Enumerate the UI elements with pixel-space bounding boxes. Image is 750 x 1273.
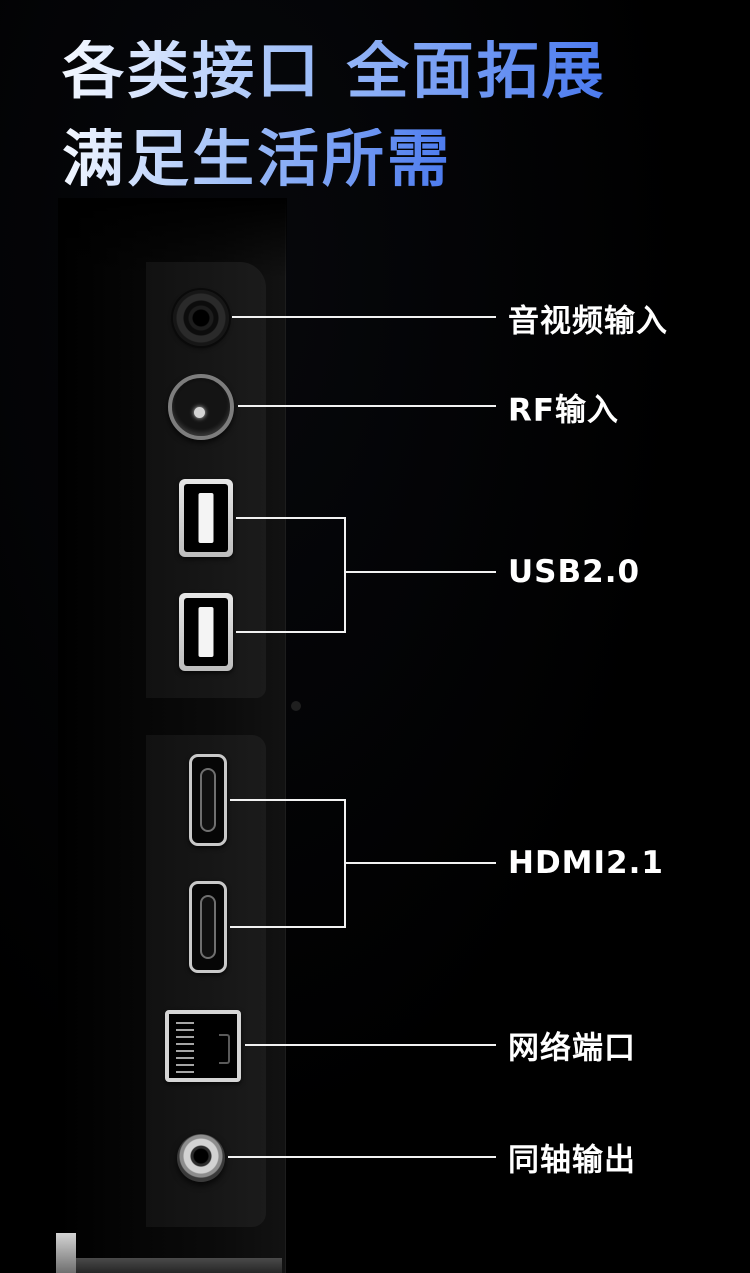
- usb-port-2: [179, 593, 233, 671]
- usb-port-2-cavity: [184, 598, 228, 666]
- title-line-1: 各类接口 全面拓展: [62, 34, 607, 107]
- ethernet-clip-notch: [219, 1034, 230, 1064]
- callout-line-av: [232, 316, 496, 318]
- hdmi-port-2: [189, 881, 227, 973]
- usb-port-2-tongue: [198, 607, 214, 657]
- coaxial-output-port: [177, 1134, 225, 1182]
- callout-stub-usb-2: [236, 631, 346, 633]
- callout-line-usb: [344, 571, 496, 573]
- label-ethernet: 网络端口: [508, 1030, 636, 1067]
- rf-input-port: [168, 374, 234, 440]
- hdmi-port-1-slot: [200, 768, 216, 832]
- callout-stub-hdmi-1: [230, 799, 346, 801]
- label-rf-input: RF输入: [508, 392, 620, 429]
- usb-port-1: [179, 479, 233, 557]
- label-coaxial-output: 同轴输出: [508, 1142, 636, 1179]
- ethernet-port: [165, 1010, 241, 1082]
- tv-base-bar: [76, 1258, 282, 1273]
- screw-hole: [291, 701, 301, 711]
- callout-bracket-usb: [344, 517, 346, 633]
- hdmi-port-2-slot: [200, 895, 216, 959]
- usb-port-1-tongue: [198, 493, 214, 543]
- title-line-2: 满足生活所需: [62, 122, 453, 195]
- rf-center-pin: [194, 407, 205, 418]
- usb-port-1-cavity: [184, 484, 228, 552]
- callout-line-coaxial: [228, 1156, 496, 1158]
- label-hdmi: HDMI2.1: [508, 845, 664, 881]
- hdmi-port-1: [189, 754, 227, 846]
- callout-stub-usb-1: [236, 517, 346, 519]
- av-input-port: [173, 290, 229, 346]
- ethernet-pins: [176, 1022, 194, 1074]
- callout-line-hdmi: [344, 862, 496, 864]
- label-usb: USB2.0: [508, 554, 641, 590]
- callout-line-rf: [238, 405, 496, 407]
- callout-line-ethernet: [245, 1044, 496, 1046]
- label-av-input: 音视频输入: [508, 303, 668, 340]
- callout-stub-hdmi-2: [230, 926, 346, 928]
- tv-stand-edge: [56, 1233, 76, 1273]
